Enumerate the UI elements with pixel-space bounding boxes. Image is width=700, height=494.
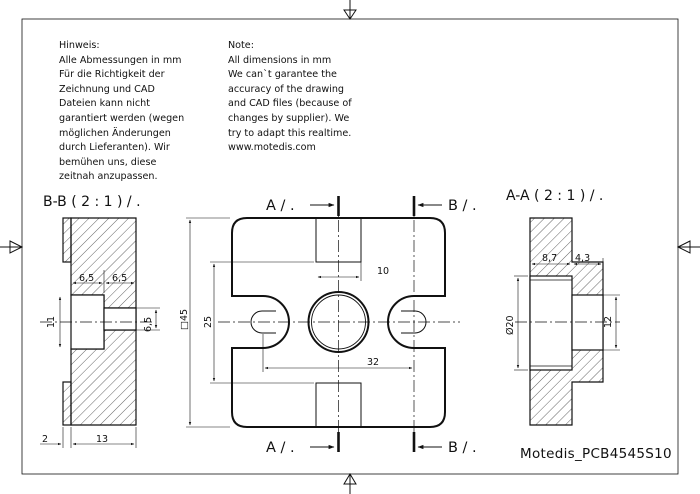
note-german-line: durch Lieferanten). Wir [59,142,170,154]
note-english-line: www.motedis.com [228,142,316,154]
cut-label-b-top: B / . [448,198,477,214]
dim-aa-bore: Ø20 [505,315,516,335]
note-english-line: All dimensions in mm [228,54,332,66]
note-german: Hinweis: Alle Abmessungen in mm Für die Ri… [59,39,184,185]
note-english-line: Note: [228,40,254,51]
note-english-line: changes by supplier). We [228,112,350,124]
dim-bb-hole-dia: 11 [46,316,57,328]
dim-bb-small-dia: 6,5 [143,317,154,332]
dim-aa-depth-right: 4,3 [575,253,590,264]
note-german-line: zeitnah anzupassen. [59,171,158,183]
note-english-line: try to adapt this realtime. [228,127,352,139]
note-german-line: bemühen uns, diese [59,156,157,168]
note-english-line: accuracy of the drawing [228,83,345,95]
note-english: Note: All dimensions in mm We can`t garant… [228,39,352,156]
note-german-line: garantiert werden (wegen [59,112,185,124]
note-german-line: Für die Richtigkeit der [59,69,165,81]
section-aa-view: A-A ( 2 : 1 ) / . 8,7 4,3 Ø20 12 [505,188,620,426]
note-english-line: and CAD files (because of [228,98,352,110]
dim-front-slot-distance: 32 [367,357,379,368]
note-german-line: möglichen Änderungen [59,127,171,139]
dim-aa-depth-left: 8,7 [542,253,557,264]
section-bb-view: B-B ( 2 : 1 ) / . 6,5 6,5 11 [40,194,160,448]
note-german-line: Zeichnung und CAD [59,83,155,95]
cut-label-a-bottom: A / . [266,440,295,456]
dim-front-slot-spacing: 25 [203,316,214,328]
dim-bb-depth-right: 6,5 [112,273,127,284]
dim-aa-small-bore: 12 [603,316,614,328]
note-english-line: We can`t garantee the [228,69,337,81]
dim-bb-depth-left: 6,5 [79,273,94,284]
dim-bb-total: 13 [96,434,108,445]
cut-label-a-top: A / . [266,198,295,214]
dim-front-slot-width: 10 [377,266,389,277]
cut-label-b-bottom: B / . [448,440,477,456]
front-view: A / . A / . B / . B / . □45 25 10 32 [179,196,477,456]
part-number: Motedis_PCB4545S10 [520,446,672,462]
note-german-line: Hinweis: [59,40,100,51]
dim-front-square: □45 [179,309,190,330]
section-bb-title: B-B ( 2 : 1 ) / . [43,194,141,210]
section-aa-title: A-A ( 2 : 1 ) / . [506,188,603,204]
note-german-line: Alle Abmessungen in mm [59,54,182,66]
dim-bb-flange: 2 [42,434,48,445]
note-german-line: Dateien kann nicht [59,98,150,110]
